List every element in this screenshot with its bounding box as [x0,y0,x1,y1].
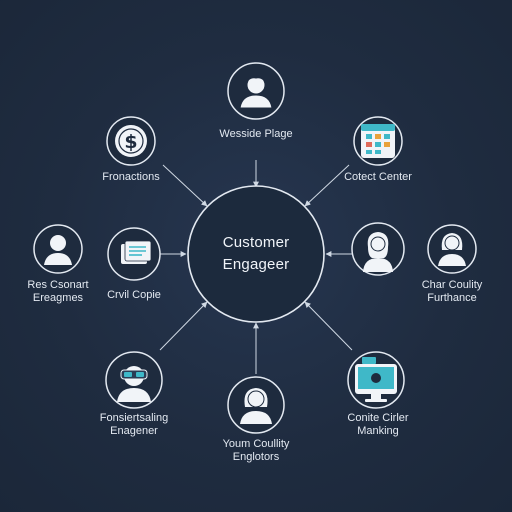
node-bottom-right-label-line2: Manking [357,425,399,437]
document-icon [121,240,152,264]
node-right-outer-label-line2: Furthance [427,292,477,304]
node-left-outer-label: Res Csonart Ereagmes [8,279,108,305]
vr-headset-person-icon [117,366,151,402]
node-top-left[interactable]: $ [106,116,156,166]
node-bottom-label-line2: Englotors [232,451,280,463]
node-right-outer-label: Char Coulity Furthance [402,279,502,305]
monitor-icon [355,357,397,402]
node-left-inner[interactable] [107,227,161,281]
node-left-outer-label-line1: Res Csonart [27,279,89,291]
center-hub [187,185,325,323]
connector-top-right [304,164,350,207]
woman-icon [240,388,272,424]
person-icon [44,235,72,265]
node-bottom-label: Youm Coullity Englotors [201,438,311,464]
node-right-outer-label-line1: Char Coulity [421,279,483,291]
woman-icon [438,233,466,266]
center-label-line2: Engageer [222,256,290,273]
svg-text:$: $ [124,131,137,153]
node-top-label: Wesside Plage [219,128,293,140]
node-top[interactable] [227,62,285,120]
node-bottom-label-line1: Youm Coullity [222,438,290,450]
node-bottom-left-label: Fonsiertsaling Enagener [79,412,189,438]
node-bottom-right[interactable] [347,351,405,409]
connector-top-left [162,164,208,207]
node-left-inner-label: Crvil Copie [107,289,161,301]
node-bottom[interactable] [227,376,285,434]
node-bottom-left-label-line2: Enagener [110,425,158,437]
connector-bottom-right [304,301,353,351]
node-bottom-left[interactable] [105,351,163,409]
node-bottom-left-label-line1: Fonsiertsaling [99,412,169,424]
node-top-right[interactable] [353,116,403,166]
node-left-outer-label-line2: Ereagmes [32,292,84,304]
calendar-grid-icon [361,124,395,158]
node-right-inner[interactable] [351,222,405,276]
node-top-right-label: Cotect Center [344,171,412,183]
center-hub-label: Customer Engageer [196,232,316,276]
node-right-outer[interactable] [427,224,477,274]
node-top-left-label: Fronactions [102,171,160,183]
node-bottom-right-label: Conite Cirler Manking [323,412,433,438]
woman-headset-icon [363,232,393,272]
center-label-line1: Customer [222,234,290,251]
node-bottom-right-label-line1: Conite Cirler [347,412,409,424]
node-left-outer[interactable] [33,224,83,274]
dollar-coin-icon: $ [115,125,147,157]
connectors [159,160,353,374]
person-icon [239,75,273,109]
connector-bottom-left [159,301,208,351]
